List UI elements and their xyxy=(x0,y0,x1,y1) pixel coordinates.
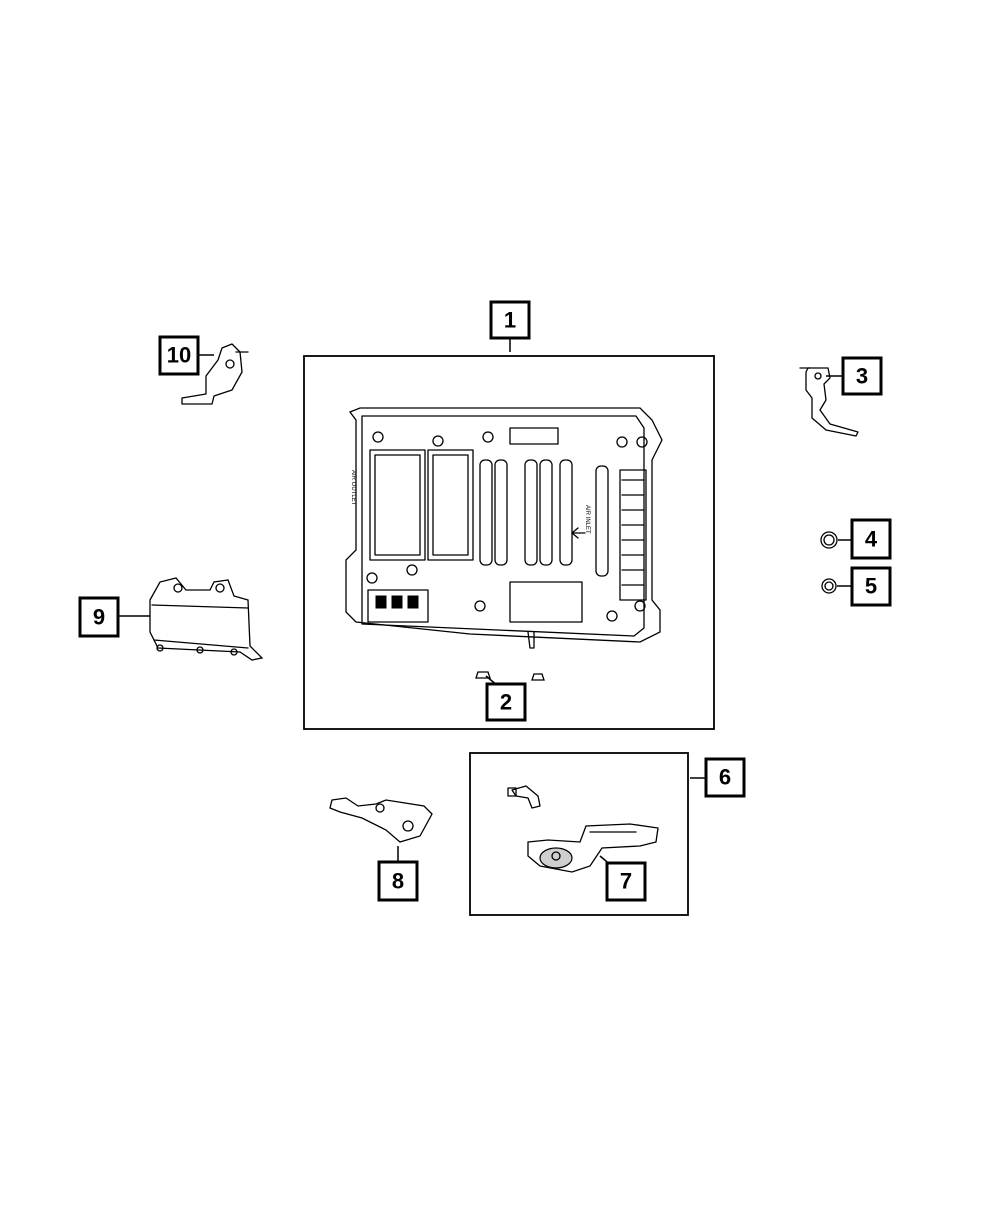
svg-text:4: 4 xyxy=(865,527,878,552)
svg-text:1: 1 xyxy=(504,308,516,333)
callout-6: 6 xyxy=(704,757,746,798)
svg-text:2: 2 xyxy=(500,690,512,715)
callout-1: 1 xyxy=(489,300,531,340)
callout-7: 7 xyxy=(605,861,647,902)
svg-text:9: 9 xyxy=(93,605,105,630)
callout-5: 5 xyxy=(850,566,892,607)
air-outlet-stencil: AIR OUTLET xyxy=(350,470,356,506)
support-bracket-part xyxy=(527,823,659,873)
bracket-group-frame xyxy=(469,752,689,916)
heat-shield-part xyxy=(149,577,264,661)
callout-4: 4 xyxy=(850,518,892,560)
callout-2: 2 xyxy=(485,682,527,722)
callout-9: 9 xyxy=(78,596,120,638)
svg-text:6: 6 xyxy=(719,765,731,790)
callout-10: 10 xyxy=(158,335,200,376)
mount-bracket-part xyxy=(329,797,433,843)
air-inlet-stencil: AIR INLET xyxy=(584,505,590,534)
small-bracket-part xyxy=(181,343,249,405)
clip-bracket-part xyxy=(799,367,859,437)
svg-text:10: 10 xyxy=(167,343,191,368)
svg-text:8: 8 xyxy=(392,869,404,894)
grommet-part xyxy=(821,578,837,594)
svg-text:7: 7 xyxy=(620,869,632,894)
callout-3: 3 xyxy=(841,356,883,396)
svg-text:5: 5 xyxy=(865,574,877,599)
svg-text:3: 3 xyxy=(856,364,868,389)
control-module: AIR OUTLET AIR INLET xyxy=(345,407,663,649)
hose-fitting-part xyxy=(507,785,541,809)
callout-8: 8 xyxy=(377,860,419,902)
nut-part xyxy=(475,671,545,681)
washer-part xyxy=(820,531,838,549)
module-group-frame xyxy=(303,355,715,730)
